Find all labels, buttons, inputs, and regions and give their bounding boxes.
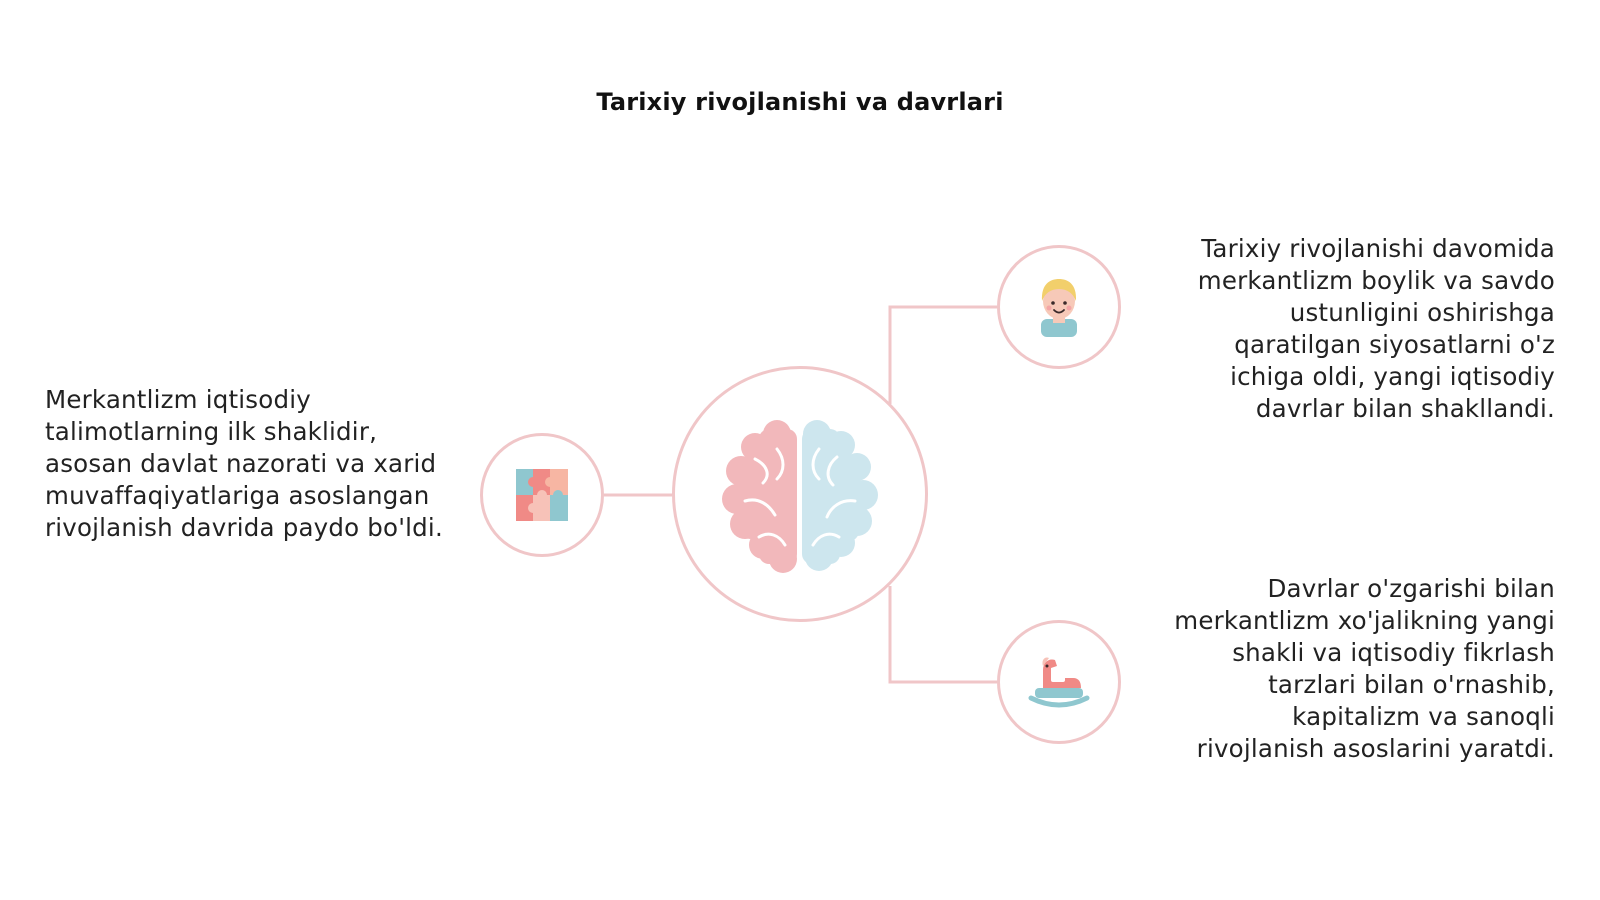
left-node: [480, 433, 604, 557]
diagram-title: Tarixiy rivojlanishi va davrlari: [596, 88, 1004, 116]
brain-icon: [722, 420, 878, 573]
left-description: Merkantlizm iqtisodiy talimotlarning ilk…: [45, 385, 443, 542]
puzzle-icon: [516, 469, 568, 521]
center-node: [672, 366, 928, 622]
connector-bottom: [888, 586, 997, 684]
bottom-description: Davrlar o'zgarishi bilan merkantlizm xo'…: [1174, 574, 1555, 763]
top-description: Tarixiy rivojlanishi davomida merkantliz…: [1197, 234, 1555, 423]
person-icon: [1041, 279, 1077, 337]
top-node: [997, 245, 1121, 369]
bottom-node: [997, 620, 1121, 744]
rocking-horse-icon: [1028, 657, 1090, 708]
connector-top: [888, 305, 997, 404]
